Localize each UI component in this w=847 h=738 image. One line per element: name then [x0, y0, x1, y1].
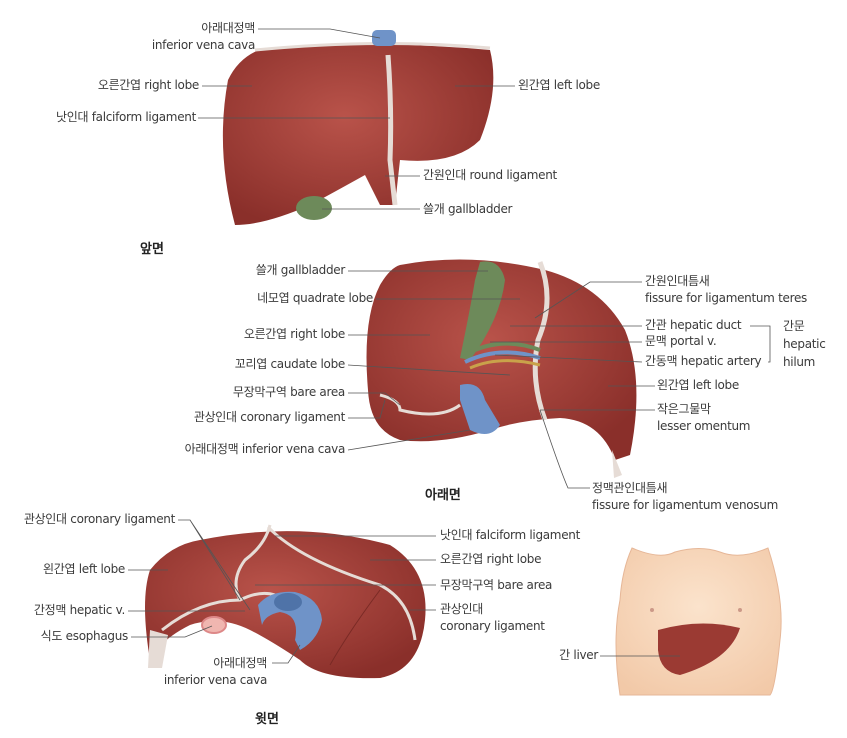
label-left-lobe: 왼간엽 left lobe [43, 562, 125, 576]
label-falciform-ligament: 낫인대 falciform ligament [56, 110, 196, 124]
view-title-inferior: 아래면 [425, 488, 461, 503]
label-left-lobe: 왼간엽 left lobe [657, 378, 739, 392]
esophagus-shape [201, 616, 227, 634]
label-hepatic-vein: 간정맥 hepatic v. [33, 603, 125, 617]
torso-figure [615, 547, 782, 696]
leader-lines [128, 28, 771, 664]
label-caudate-lobe: 꼬리엽 caudate lobe [234, 357, 346, 371]
label-falciform-ligament: 낫인대 falciform ligament [440, 528, 580, 542]
label-right-lobe: 오른간엽 right lobe [243, 327, 345, 341]
liver-in-torso [658, 623, 740, 675]
label-round-ligament: 간원인대 round ligament [423, 168, 557, 182]
label-hepatic-duct: 간관 hepatic duct [645, 318, 742, 332]
view-title-superior: 윗면 [255, 712, 279, 727]
ivc-shape [372, 30, 396, 46]
label-coronary-ligament: 관상인대 coronary ligament [23, 512, 175, 526]
view-title-front: 앞면 [140, 242, 164, 257]
gallbladder-shape [296, 196, 332, 220]
superior-view-liver [145, 524, 426, 679]
label-portal-vein: 문맥 portal v. [645, 334, 717, 348]
label-right-lobe: 오른간엽 right lobe [440, 552, 542, 566]
ivc-shape [258, 591, 322, 650]
label-quadrate-lobe: 네모엽 quadrate lobe [257, 291, 373, 305]
label-gallbladder: 쓸개 gallbladder [423, 202, 513, 216]
label-hepatic-artery: 간동맥 hepatic artery [645, 354, 762, 368]
label-bare-area: 무장막구역 bare area [232, 385, 345, 399]
label-left-lobe: 왼간엽 left lobe [518, 78, 600, 92]
label-ivc: 아래대정맥 inferior vena cava [184, 442, 346, 456]
label-coronary-ligament: 관상인대 coronary ligament [193, 410, 345, 424]
label-right-lobe: 오른간엽 right lobe [97, 78, 199, 92]
label-liver: 간 liver [559, 648, 598, 662]
front-view-liver [222, 30, 494, 225]
label-bare-area: 무장막구역 bare area [440, 578, 553, 592]
ivc-shape [460, 384, 500, 434]
label-esophagus: 식도 esophagus [40, 629, 129, 643]
gallbladder-shape [460, 261, 505, 360]
label-gallbladder: 쓸개 gallbladder [255, 263, 346, 277]
